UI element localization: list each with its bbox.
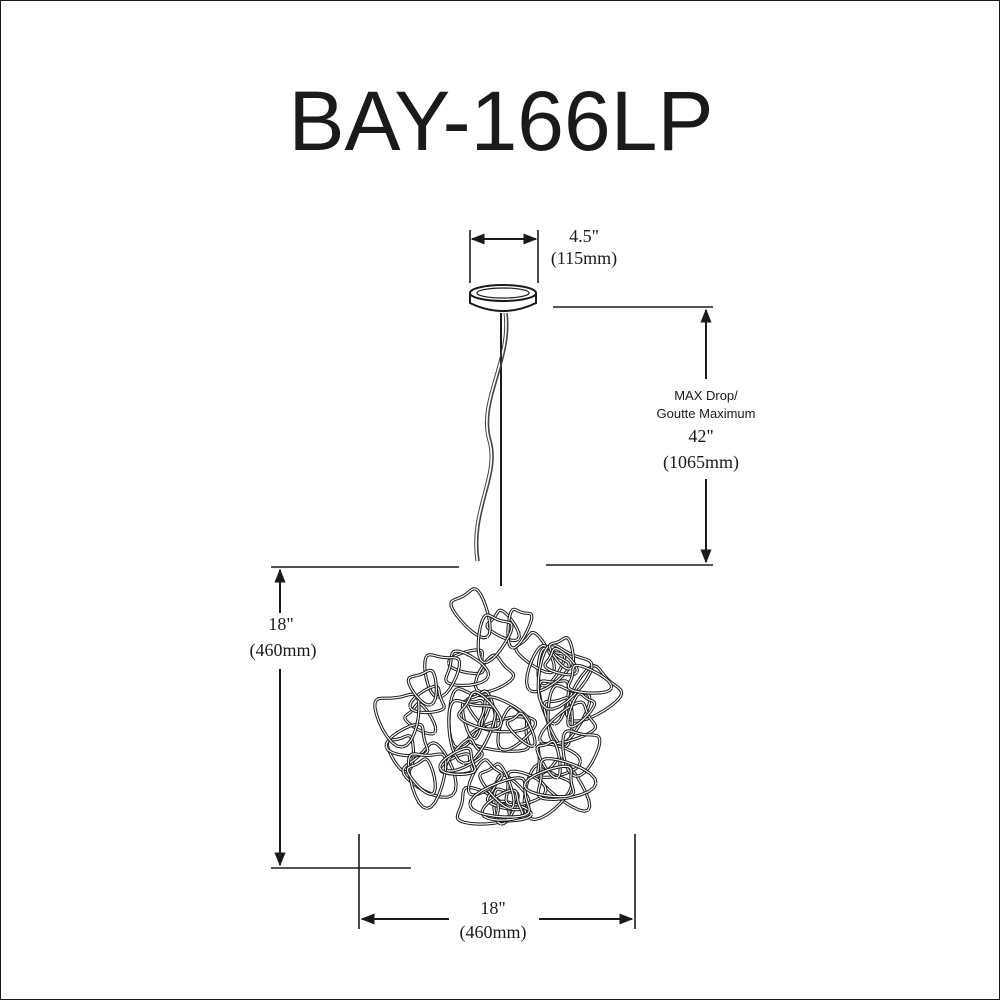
wire-loop-inner-10	[486, 609, 520, 642]
wire-loop-inner-54	[507, 608, 533, 649]
canopy-width-dimension	[469, 230, 539, 283]
canopy-width-inches: 4.5"	[569, 226, 599, 246]
wire-loop-inner-48	[537, 758, 597, 801]
wire-loop-inner-53	[439, 747, 476, 776]
wire-loop-inner-38	[549, 637, 575, 670]
wire-loop-inner-30	[506, 712, 536, 747]
wire-loop-inner-43	[406, 758, 436, 795]
wire-loop-inner-44	[544, 647, 578, 676]
wire-loop-inner-56	[407, 669, 438, 706]
wire-loop-inner-55	[450, 588, 491, 639]
wire-loop-inner-34	[525, 644, 570, 693]
canopy	[469, 284, 537, 312]
width-dimension	[358, 834, 636, 929]
wire-loop-inner-14	[474, 654, 515, 693]
wire-loop-inner-47	[536, 740, 561, 779]
height-inches: 18"	[268, 614, 294, 634]
suspension-cable	[474, 312, 509, 586]
wire-loop-inner-31	[424, 654, 461, 698]
wire-loop-inner-35	[537, 644, 593, 710]
wire-loop-inner-40	[505, 770, 547, 806]
wire-loop-inner-45	[479, 763, 515, 809]
max-drop-inches: 42"	[688, 426, 714, 446]
wire-loop-inner-36	[448, 699, 496, 764]
wire-loop-inner-33	[374, 693, 420, 748]
wire-loop-inner-26	[478, 696, 531, 733]
max-drop-label: MAX Drop/	[674, 388, 738, 403]
wire-loop-inner-51	[567, 664, 613, 694]
wire-loop-inner-52	[523, 765, 575, 798]
width-inches: 18"	[480, 898, 506, 918]
wire-loop-inner-29	[445, 650, 489, 687]
height-mm: (460mm)	[249, 640, 317, 660]
wire-loop-inner-50	[469, 777, 530, 818]
wire-loop-inner-39	[567, 693, 596, 728]
height-dimension	[271, 566, 459, 869]
wire-loop-inner-32	[409, 685, 445, 714]
canopy-width-mm: (115mm)	[550, 248, 618, 268]
wire-loop-inner-41	[458, 691, 503, 730]
wire-loop-inner-46	[562, 730, 601, 777]
wire-loop-inner-42	[481, 789, 524, 821]
max-drop-dimension	[546, 306, 713, 566]
wire-loop-inner-7	[486, 774, 530, 811]
wire-loop-inner-5	[386, 734, 415, 773]
tangled-wire-sphere	[373, 587, 624, 826]
wire-loop-inner-37	[407, 753, 447, 810]
max-drop-mm: (1065mm)	[663, 452, 739, 472]
max-drop-label-fr: Goutte Maximum	[656, 406, 756, 421]
product-title: BAY-166LP	[288, 74, 714, 168]
width-mm: (460mm)	[459, 922, 527, 942]
wire-loop-inner-57	[477, 614, 513, 663]
